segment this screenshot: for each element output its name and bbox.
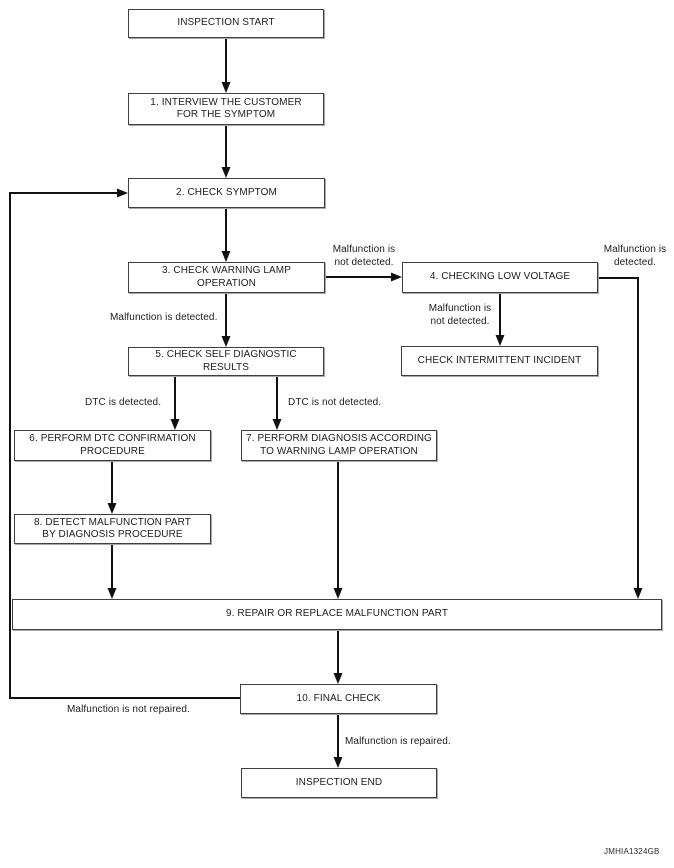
label-malfunction-not-repaired: Malfunction is not repaired.	[67, 704, 190, 715]
arrowhead	[117, 188, 128, 198]
node-step1-interview-customer: 1. INTERVIEW THE CUSTOMER FOR THE SYMPTO…	[128, 93, 324, 125]
node-step2-check-symptom: 2. CHECK SYMPTOM	[128, 178, 325, 208]
arrowhead	[272, 419, 282, 430]
node-step4-checking-low-voltage: 4. CHECKING LOW VOLTAGE	[402, 262, 598, 293]
node-step5-check-self-diagnostic: 5. CHECK SELF DIAGNOSTIC RESULTS	[128, 347, 324, 376]
arrowhead	[107, 588, 117, 599]
node-step6-dtc-confirmation: 6. PERFORM DTC CONFIRMATION PROCEDURE	[14, 430, 211, 461]
node-step9-repair-replace: 9. REPAIR OR REPLACE MALFUNCTION PART	[12, 599, 662, 630]
arrowhead	[221, 167, 231, 178]
arrowhead	[170, 419, 180, 430]
label-lamp-malfunction-not-detected: Malfunction is not detected.	[332, 244, 396, 268]
label-dtc-detected: DTC is detected.	[85, 397, 162, 408]
arrowhead	[333, 588, 343, 599]
node-step3-check-warning-lamp: 3. CHECK WARNING LAMP OPERATION	[128, 262, 325, 293]
arrowhead	[633, 588, 643, 599]
edge-step10-step2-feedback	[9, 192, 240, 699]
figure-id-watermark: JMHIA1324GB	[604, 847, 660, 856]
arrowhead	[221, 82, 231, 93]
arrowhead	[221, 336, 231, 347]
arrowhead	[107, 503, 117, 514]
node-step10-final-check: 10. FINAL CHECK	[240, 684, 437, 714]
node-step8-detect-malfunction-part: 8. DETECT MALFUNCTION PART BY DIAGNOSIS …	[14, 514, 211, 544]
label-malfunction-repaired: Malfunction is repaired.	[345, 736, 451, 747]
label-dtc-not-detected: DTC is not detected.	[288, 397, 382, 408]
arrowhead	[333, 673, 343, 684]
label-voltage-malfunction-detected: Malfunction is detected.	[603, 244, 667, 268]
arrowhead	[495, 335, 505, 346]
label-lamp-malfunction-detected: Malfunction is detected.	[110, 312, 218, 323]
label-voltage-malfunction-not-detected: Malfunction is not detected.	[428, 303, 492, 327]
node-check-intermittent-incident: CHECK INTERMITTENT INCIDENT	[401, 346, 598, 376]
edge-step4-step9	[598, 277, 639, 589]
arrowhead	[391, 272, 402, 282]
arrowhead	[333, 757, 343, 768]
node-step7-diagnosis-warning-lamp: 7. PERFORM DIAGNOSIS ACCORDING TO WARNIN…	[241, 430, 437, 461]
arrowhead	[221, 251, 231, 262]
node-inspection-start: INSPECTION START	[128, 9, 324, 38]
node-inspection-end: INSPECTION END	[241, 768, 437, 798]
